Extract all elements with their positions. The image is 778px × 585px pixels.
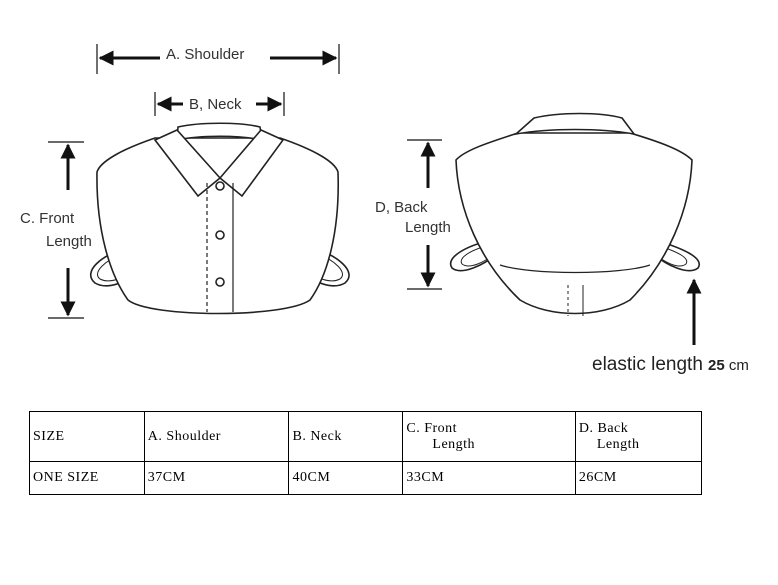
cell-back-length: 26CM <box>574 461 703 495</box>
header-back-line1: D. Back <box>578 420 629 436</box>
cell-neck: 40CM <box>288 461 404 495</box>
front-length-label-line2: Length <box>46 233 92 250</box>
back-length-label-line2: Length <box>405 219 451 236</box>
size-table: SIZE A. Shoulder B. Neck C. Front Length… <box>29 411 703 495</box>
collar-diagram <box>48 44 702 345</box>
elastic-length-value: 25 cm <box>708 357 749 374</box>
header-front-line2: Length <box>432 436 476 452</box>
header-neck: B. Neck <box>288 411 404 462</box>
back-length-label-line1: D, Back <box>375 199 428 216</box>
cell-front-length: 33CM <box>402 461 576 495</box>
front-length-dimension <box>48 141 84 319</box>
back-collar-drawing <box>449 112 701 316</box>
back-length-dimension <box>407 139 442 290</box>
cell-size: ONE SIZE <box>29 461 145 495</box>
neck-dimension <box>154 92 285 116</box>
header-front-line1: C. Front <box>406 420 458 436</box>
elastic-length-label: elastic length <box>592 354 703 375</box>
shoulder-dimension <box>96 44 340 74</box>
header-size: SIZE <box>29 411 145 462</box>
header-front-length: C. Front Length <box>402 411 576 462</box>
cell-shoulder: 37CM <box>143 461 290 495</box>
front-collar-drawing <box>89 122 350 315</box>
header-back-line2: Length <box>596 436 640 452</box>
table-row: ONE SIZE 37CM 40CM 33CM 26CM <box>29 461 703 495</box>
header-shoulder: A. Shoulder <box>143 411 290 462</box>
front-length-label-line1: C. Front <box>20 210 75 227</box>
neck-label: B, Neck <box>186 96 245 113</box>
header-back-length: D. Back Length <box>574 411 703 462</box>
shoulder-label: A. Shoulder <box>162 46 249 63</box>
table-header-row: SIZE A. Shoulder B. Neck C. Front Length… <box>29 411 703 462</box>
elastic-length-unit: cm <box>728 357 749 374</box>
elastic-length-number: 25 <box>708 357 725 374</box>
